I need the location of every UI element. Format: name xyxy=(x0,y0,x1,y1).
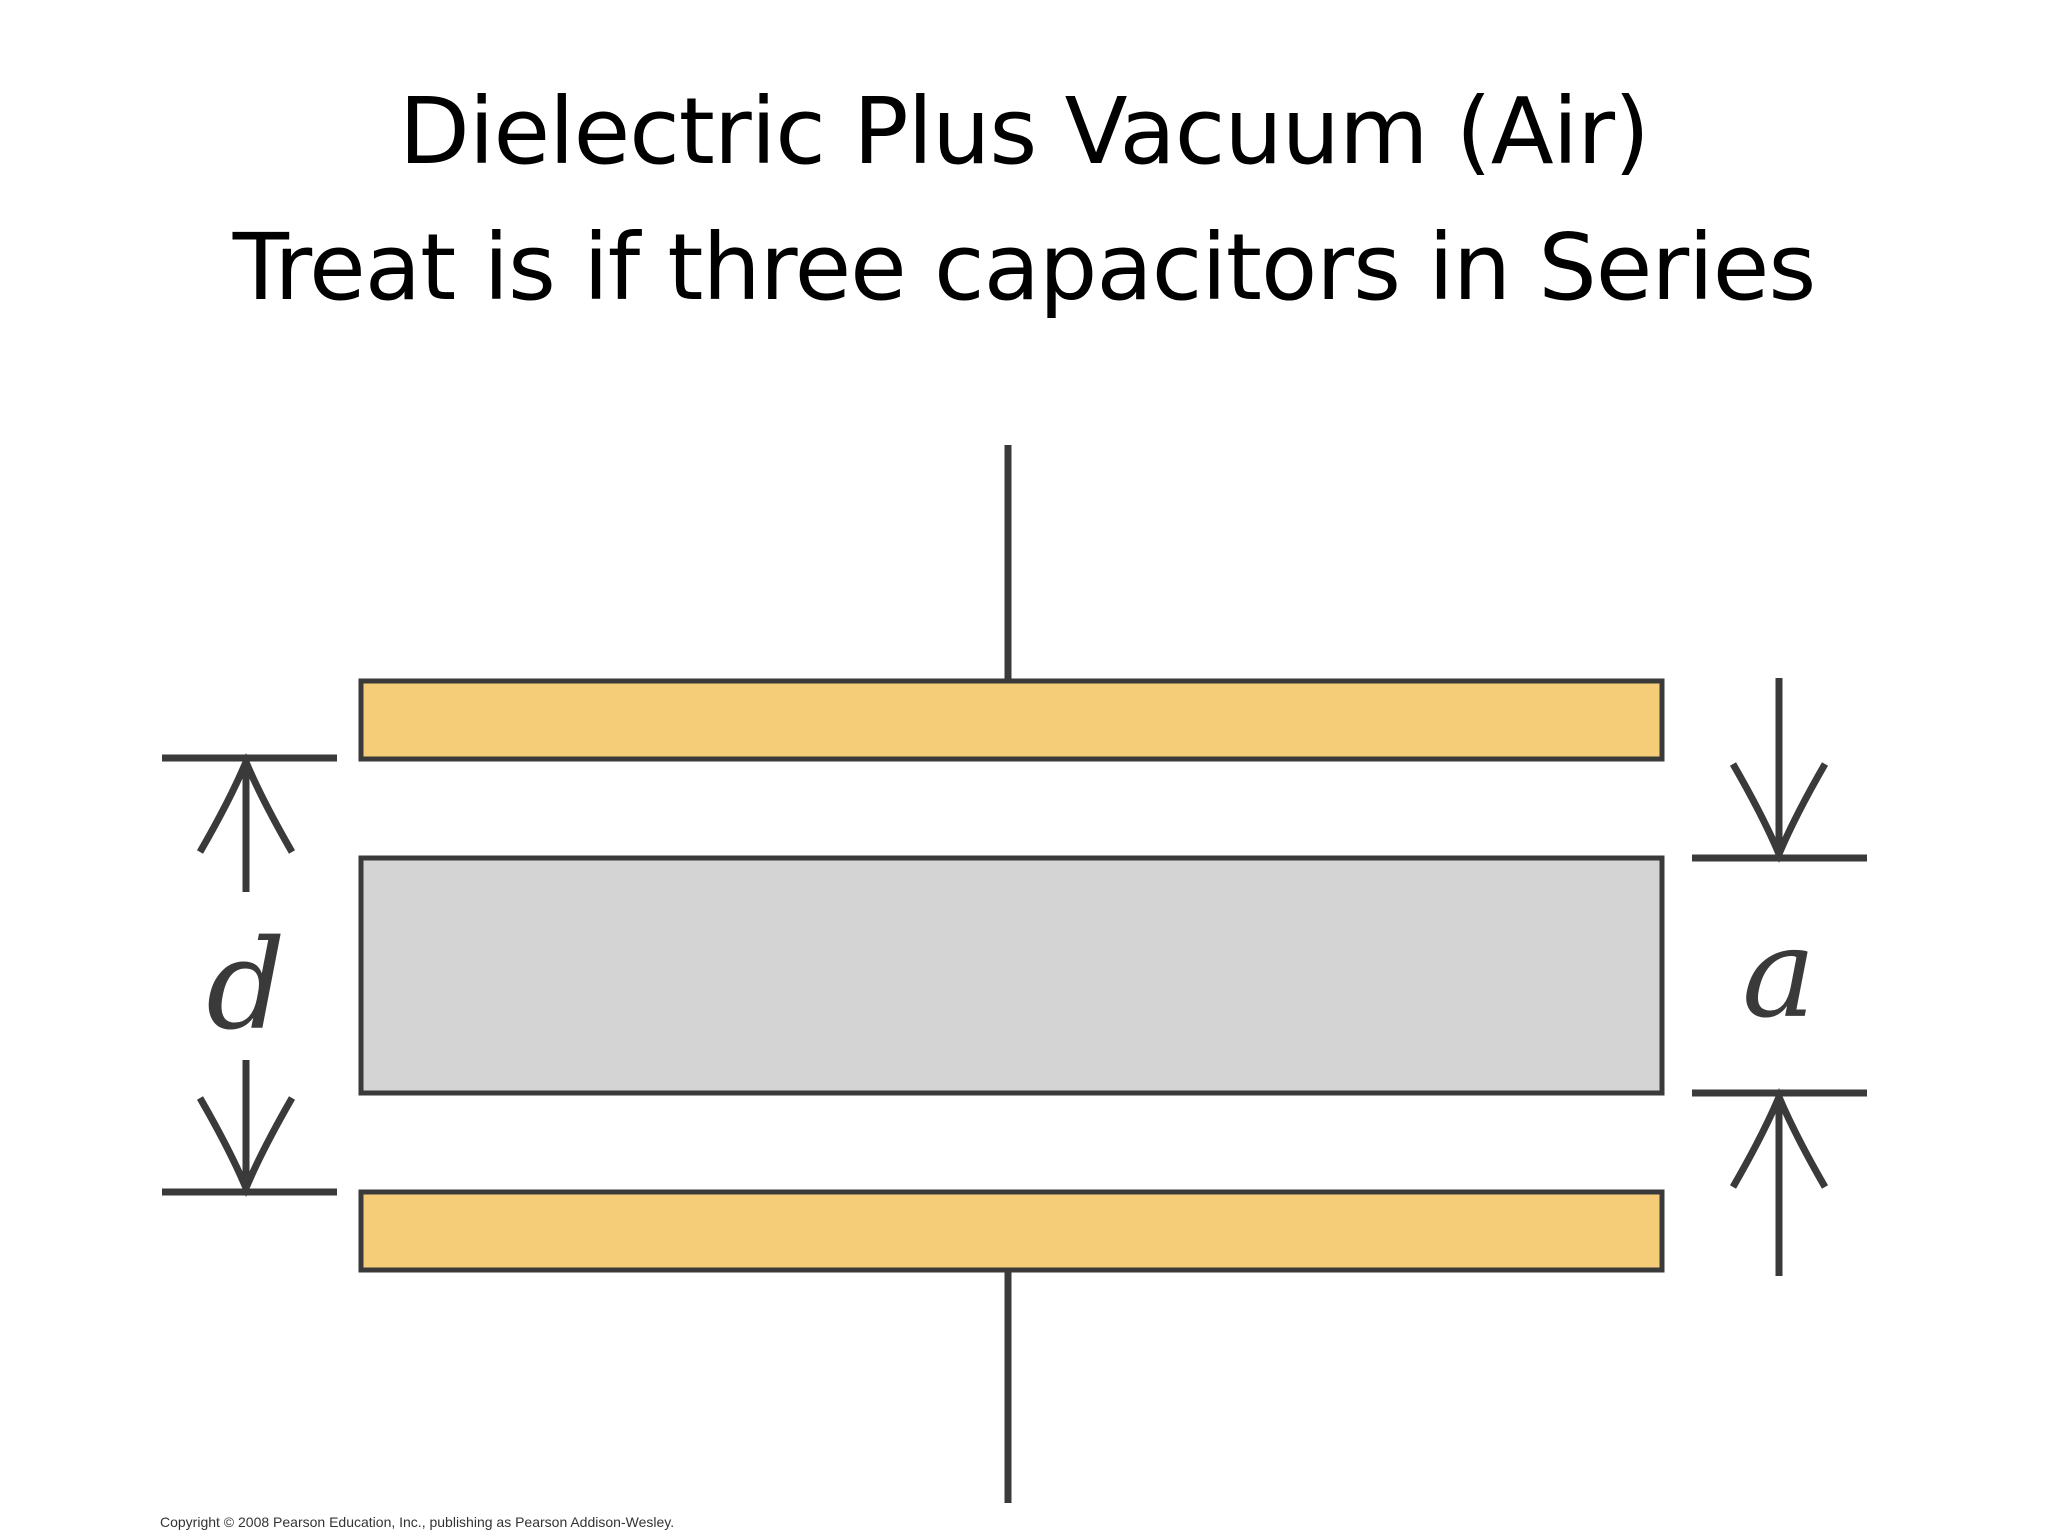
top-plate xyxy=(358,678,1665,762)
a-label: a xyxy=(1742,902,1816,1046)
title-line-1: Dielectric Plus Vacuum (Air) xyxy=(399,78,1650,185)
dielectric-slab xyxy=(358,855,1665,1096)
d-arrow-up-head xyxy=(196,752,296,854)
slide-title: Dielectric Plus Vacuum (Air) Treat is if… xyxy=(0,64,2048,336)
copyright-notice: Copyright © 2008 Pearson Education, Inc.… xyxy=(160,1514,675,1530)
dimension-d xyxy=(162,752,337,1198)
a-arrow-down-head xyxy=(1729,762,1829,864)
dimension-a xyxy=(1692,678,1867,1276)
d-label: d xyxy=(206,914,285,1058)
title-line-2: Treat is if three capacitors in Series xyxy=(232,214,1817,321)
d-arrow-down-head xyxy=(196,1096,296,1198)
a-arrow-up-head xyxy=(1729,1087,1829,1189)
bottom-plate xyxy=(358,1189,1665,1273)
